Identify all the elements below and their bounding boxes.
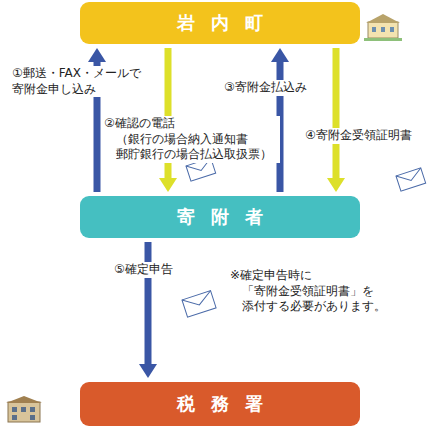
flow-arrow — [145, 242, 152, 364]
envelope-icon — [182, 291, 216, 317]
entity-box: 税務署 — [80, 382, 360, 426]
box-title: 税務署 — [177, 392, 280, 416]
box-title: 岩内町 — [177, 11, 280, 35]
edge-label: ①郵送・FAX・メールで 寄附金申し込み — [10, 66, 162, 97]
entity-box: 寄附者 — [80, 196, 360, 238]
edge-label: ③寄附金払込み — [222, 80, 322, 96]
flow-arrow — [333, 48, 340, 178]
edge-label: ⑤確定申告 — [112, 262, 184, 278]
note-text: ※確定申告時に 「寄附金受領証明書」を 添付する必要があります。 — [230, 268, 430, 315]
tax-office-icon — [6, 396, 42, 422]
entity-box: 岩内町 — [80, 2, 360, 44]
box-title: 寄附者 — [177, 205, 280, 229]
edge-label: ②確認の電話 （銀行の場合納入通知書 郵貯銀行の場合払込取扱票） — [104, 116, 280, 163]
town-hall-icon — [364, 14, 402, 41]
envelope-icon — [396, 168, 426, 191]
edge-label: ④寄附金受領証明書 — [303, 128, 423, 144]
